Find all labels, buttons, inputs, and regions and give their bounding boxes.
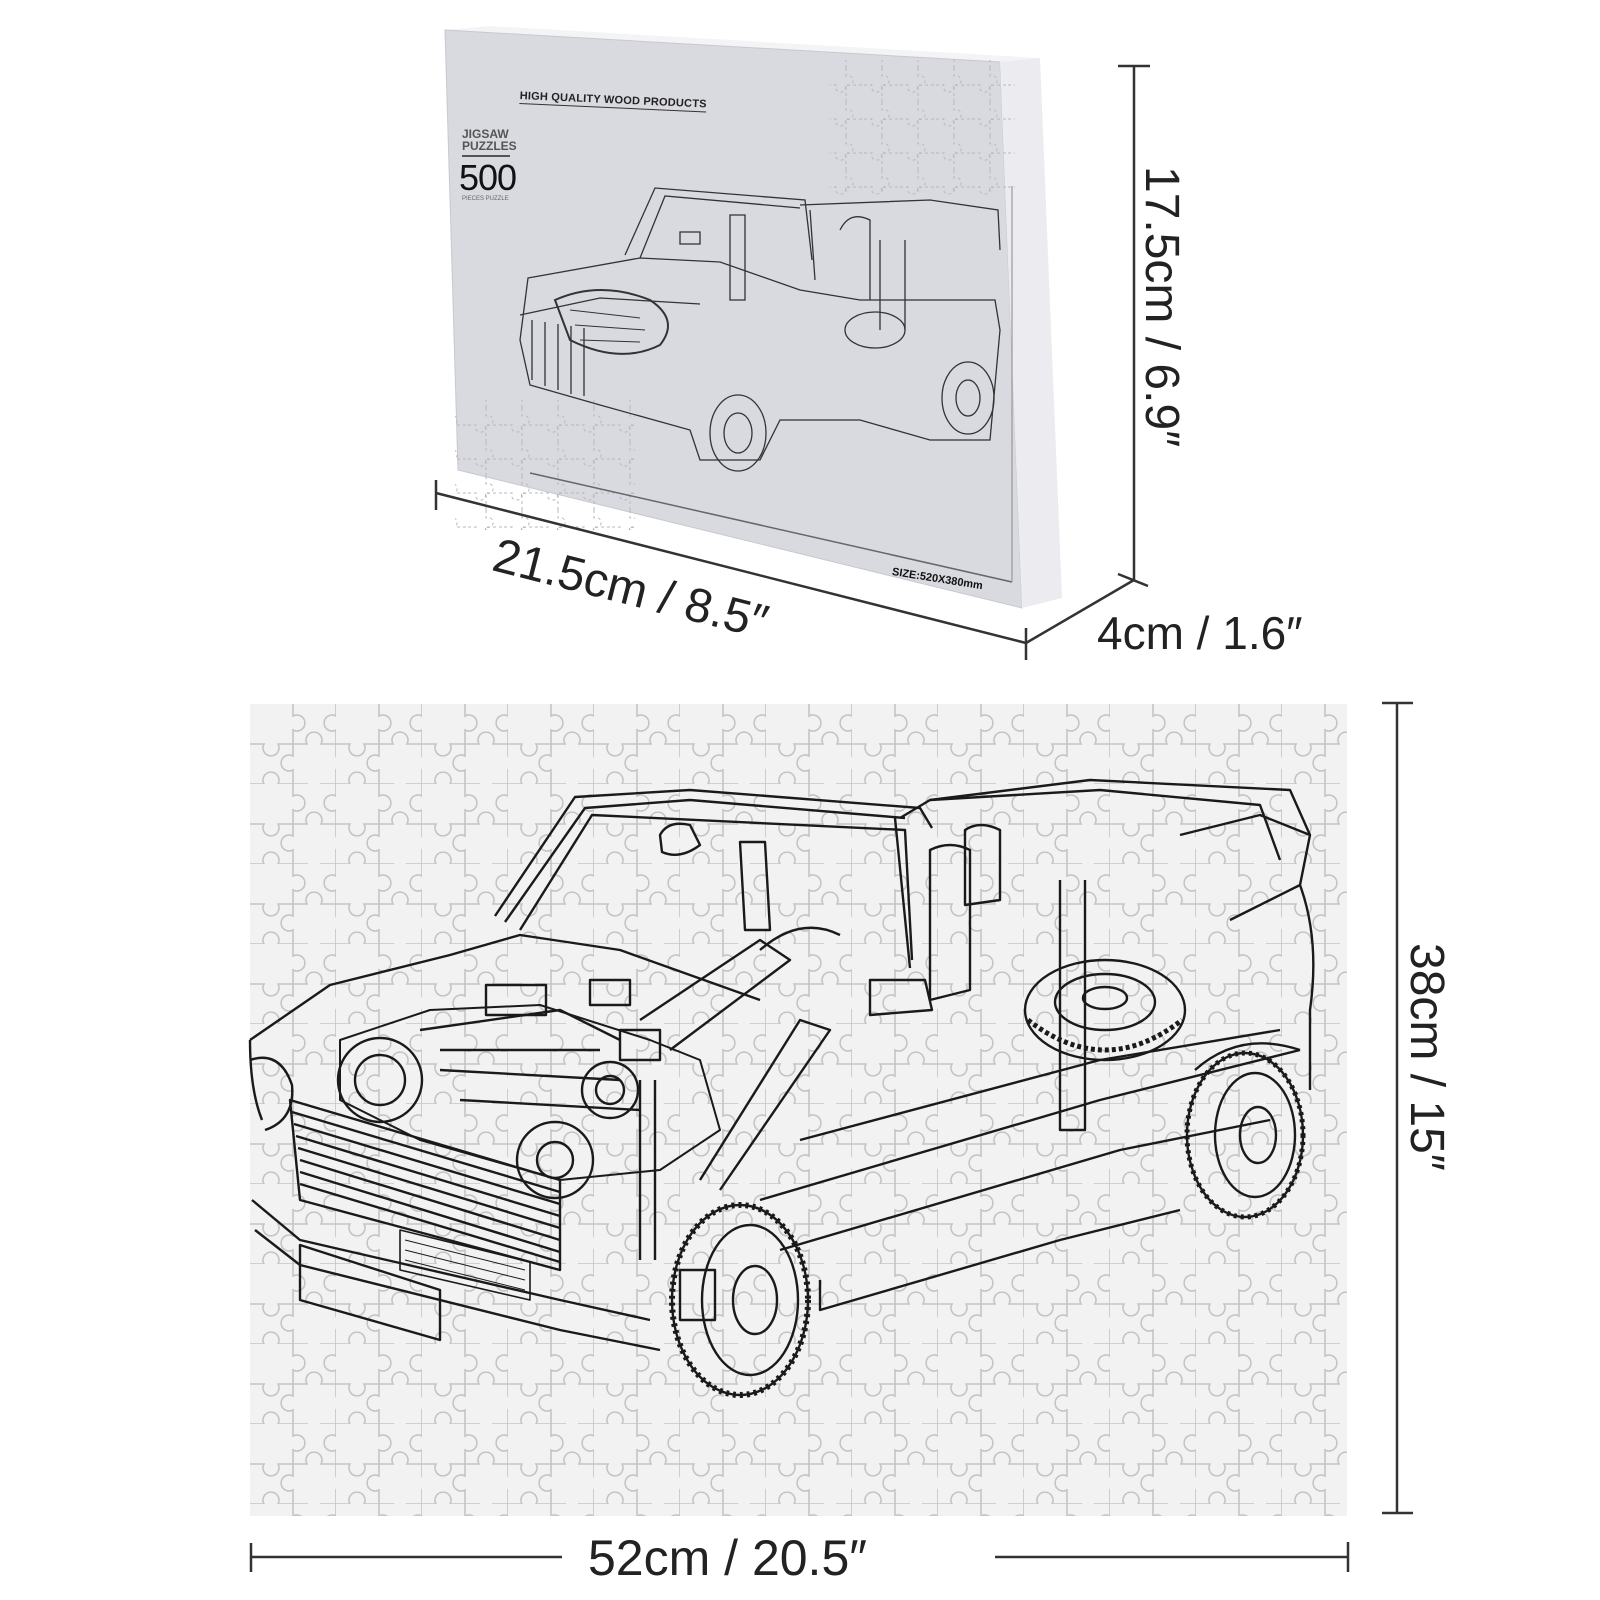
puzzle-car-artwork xyxy=(248,778,1315,1398)
puzzle-width-label: 52cm / 20.5″ xyxy=(588,1530,867,1586)
puzzle-box xyxy=(444,26,1062,609)
box-category-label: JIGSAW PUZZLES xyxy=(462,128,517,159)
box-piece-count-caption: PIECES PUZZLE xyxy=(462,196,509,202)
box-car-artwork xyxy=(519,187,1001,472)
box-depth-label: 4cm / 1.6″ xyxy=(1097,607,1303,659)
box-category-line1: JIGSAW xyxy=(462,127,509,141)
box-piece-count: 500 xyxy=(459,157,517,198)
box-category-divider xyxy=(462,155,510,157)
dimension-lines xyxy=(249,64,1413,1572)
puzzle-height-label: 38cm / 15″ xyxy=(1400,943,1453,1171)
puzzle-board xyxy=(248,704,1347,1516)
box-category-line2: PUZZLES xyxy=(462,139,517,153)
box-height-label: 17.5cm / 6.9″ xyxy=(1135,166,1188,448)
